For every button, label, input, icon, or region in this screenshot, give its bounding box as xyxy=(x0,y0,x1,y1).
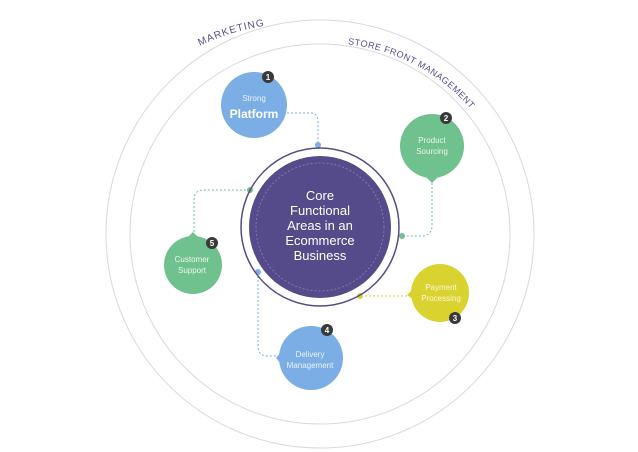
badge-5-number: 5 xyxy=(210,239,215,248)
center-line-5: Business xyxy=(294,248,347,263)
node-product-circle xyxy=(400,114,464,178)
node-customer-pointer xyxy=(187,232,199,238)
outer-ring xyxy=(105,19,535,449)
marketing-arc-text: MARKETING xyxy=(196,18,264,49)
node-payment-line-2: Processing xyxy=(421,294,461,303)
center-line-4: Ecommerce xyxy=(285,233,354,248)
badge-4-number: 4 xyxy=(325,326,330,335)
connector-customer xyxy=(193,189,250,240)
node-platform-line-2: Platform xyxy=(230,107,279,121)
node-platform: Strong Platform 1 xyxy=(221,71,287,138)
node-payment-circle xyxy=(411,264,469,322)
connector-product xyxy=(402,175,433,237)
dot-product xyxy=(399,233,405,239)
badge-3-number: 3 xyxy=(453,314,458,323)
dot-platform xyxy=(315,142,321,148)
center-inner-dash xyxy=(255,162,385,292)
node-platform-line-1: Strong xyxy=(242,94,266,103)
node-product: Product Sourcing 2 xyxy=(400,112,464,183)
node-platform-circle xyxy=(221,72,287,138)
node-customer-line-1: Customer xyxy=(175,255,210,264)
node-customer: Customer Support 5 xyxy=(164,232,222,294)
node-delivery: Delivery Management 4 xyxy=(276,324,343,390)
badge-4 xyxy=(321,324,333,336)
node-product-line-1: Product xyxy=(418,136,446,145)
center-line-1: Core xyxy=(306,188,334,203)
node-payment-pointer xyxy=(407,289,414,300)
connector-platform xyxy=(283,112,319,145)
node-delivery-pointer xyxy=(276,352,281,364)
store-front-arc-label: STORE FRONT MANAGEMENT xyxy=(348,36,477,110)
badge-1 xyxy=(262,71,274,83)
center-text: Core Functional Areas in an Ecommerce Bu… xyxy=(285,188,354,263)
node-delivery-line-2: Management xyxy=(287,361,334,370)
badge-2-number: 2 xyxy=(444,114,449,123)
badge-3 xyxy=(449,312,461,324)
node-product-pointer xyxy=(425,176,439,183)
node-customer-line-2: Support xyxy=(178,266,207,275)
node-delivery-circle xyxy=(279,326,343,390)
store-front-arc-text: STORE FRONT MANAGEMENT xyxy=(348,36,477,110)
node-payment-line-1: Payment xyxy=(425,283,457,292)
center-circle xyxy=(249,156,391,298)
badge-1-number: 1 xyxy=(266,73,271,82)
node-payment: Payment Processing 3 xyxy=(407,264,469,324)
node-product-line-2: Sourcing xyxy=(416,147,448,156)
center-line-3: Areas in an xyxy=(287,218,353,233)
node-delivery-line-1: Delivery xyxy=(296,350,325,359)
inner-ring xyxy=(129,43,511,425)
center-outline xyxy=(240,147,400,307)
center-line-2: Functional xyxy=(290,203,350,218)
badge-5 xyxy=(206,237,218,249)
badge-2 xyxy=(440,112,452,124)
marketing-arc-label: MARKETING xyxy=(196,18,265,49)
node-customer-circle xyxy=(164,236,222,294)
